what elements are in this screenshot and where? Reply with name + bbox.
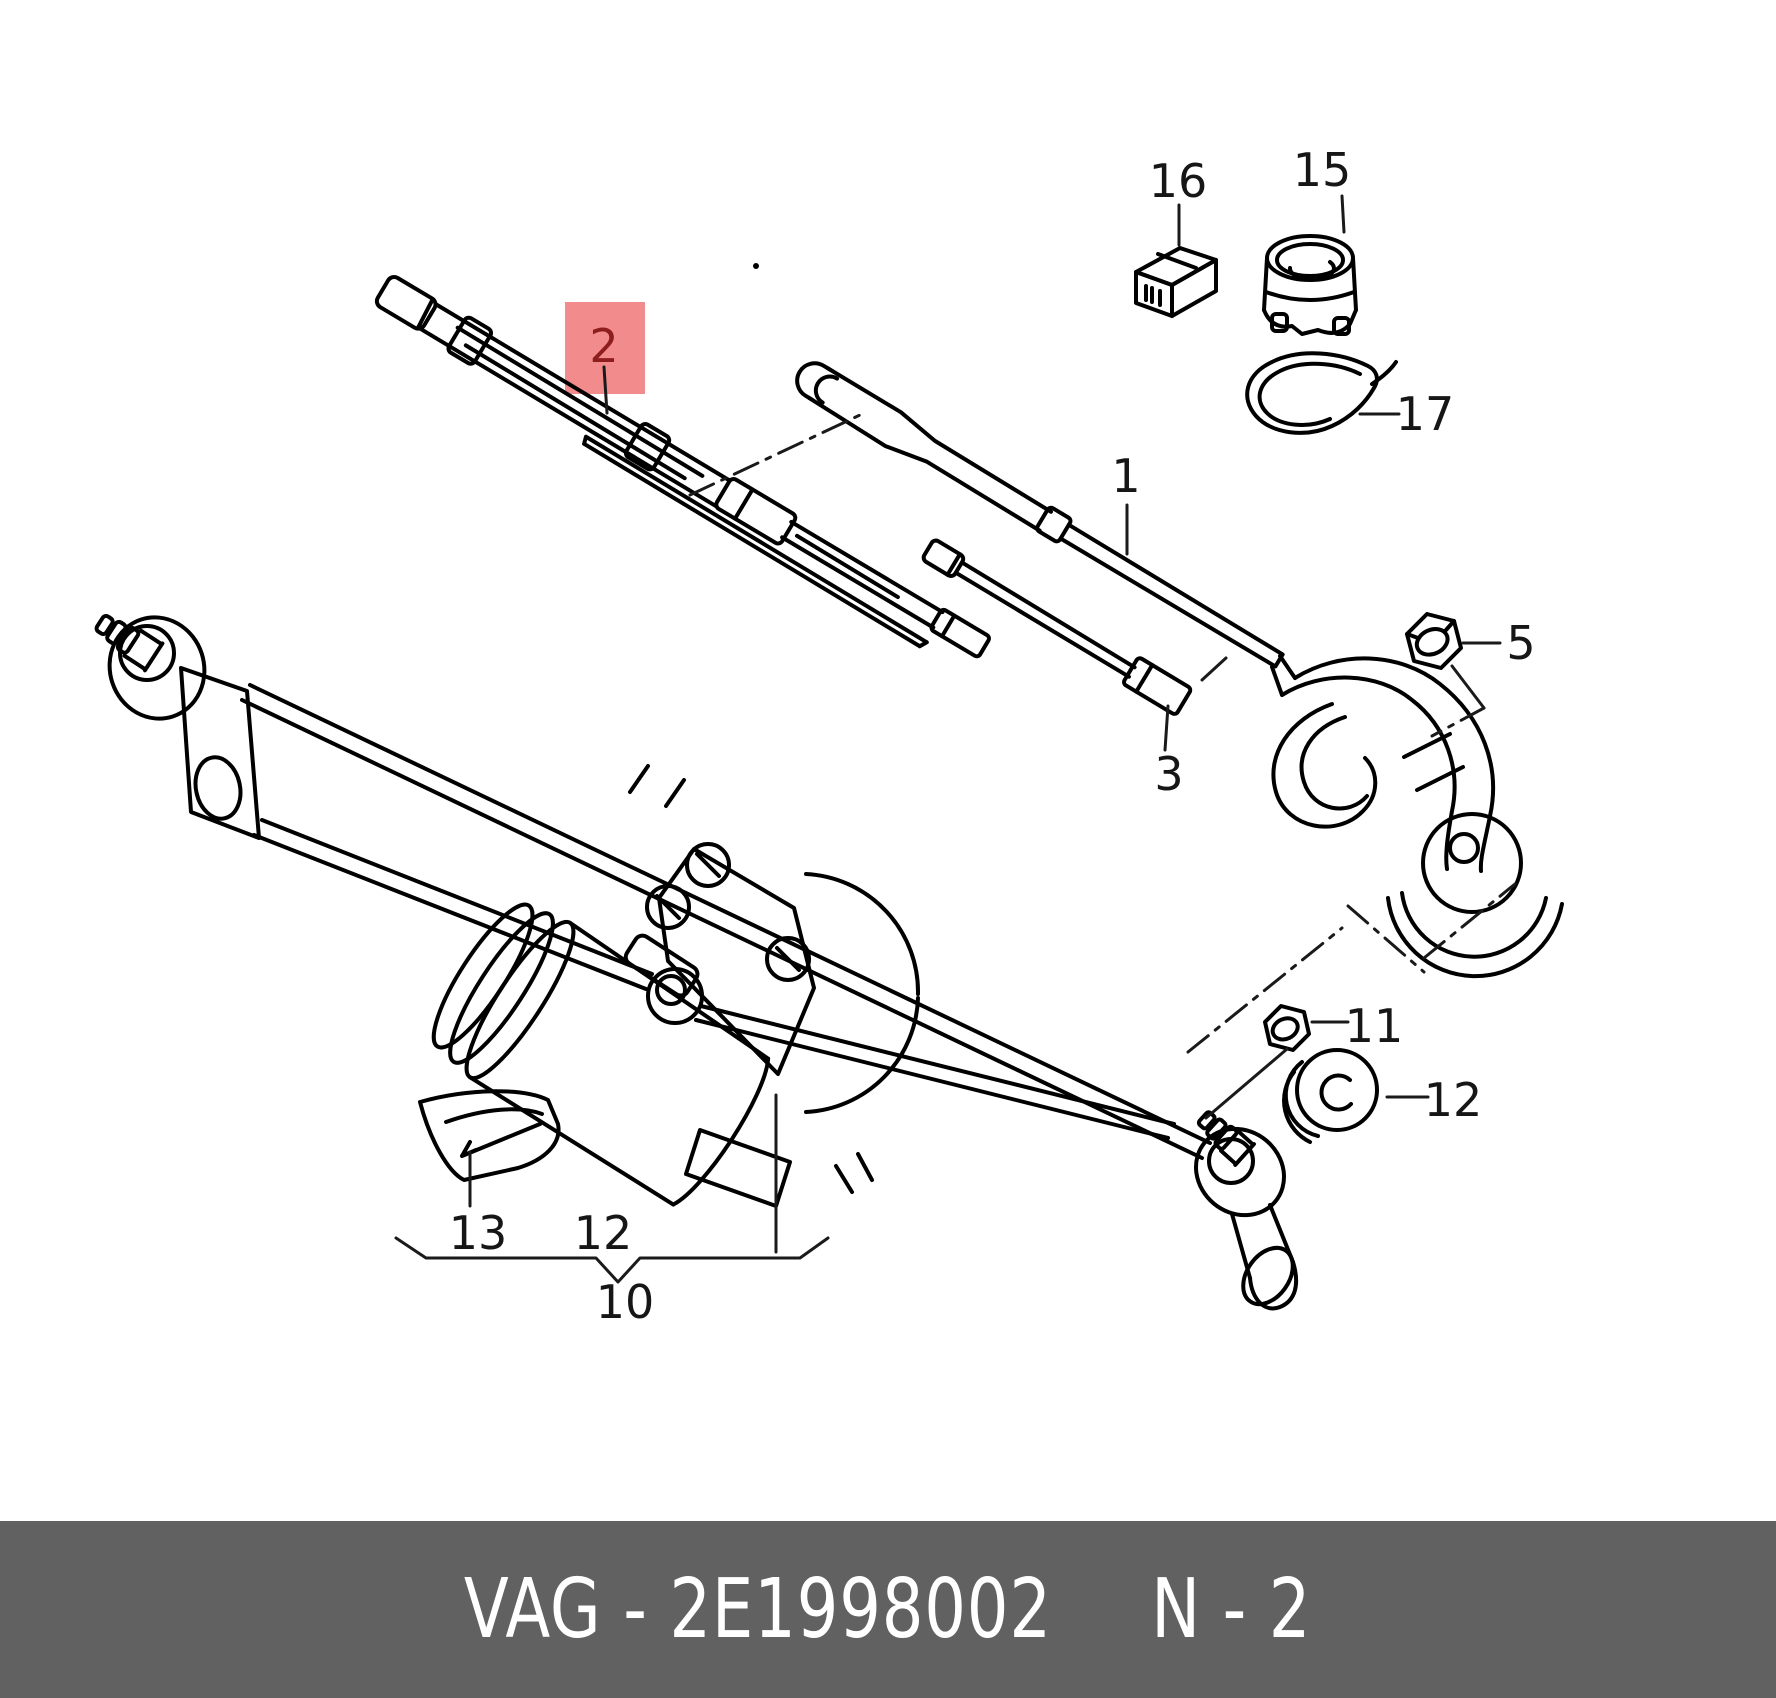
footer-text: VAG - 2E1998002 N - 2 (464, 1562, 1311, 1657)
callout-labels: 2 1 3 5 10 11 12 12 13 15 16 17 (449, 143, 1536, 1329)
grommet-12-drawing (1282, 1048, 1379, 1144)
callout-15[interactable]: 15 (1293, 143, 1352, 197)
right-spindle-drawing (1193, 1110, 1299, 1311)
page-ref-text: N - 2 (1151, 1562, 1312, 1657)
callout-13[interactable]: 13 (449, 1206, 508, 1260)
wiper-arm-upper-drawing (795, 361, 1285, 669)
nut-11-drawing (1263, 1004, 1311, 1052)
wiper-motor-drawing (431, 764, 921, 1208)
leader-lines (394, 194, 1502, 1284)
seal-17-drawing (1245, 351, 1398, 435)
callout-5[interactable]: 5 (1506, 616, 1535, 670)
linkage-rods-drawing (240, 683, 1212, 1160)
connector-16-drawing (1134, 246, 1218, 318)
group-bracket-10 (394, 1236, 830, 1284)
nut-5-drawing (1405, 612, 1463, 670)
callout-11[interactable]: 11 (1345, 999, 1404, 1053)
callout-12-bottom[interactable]: 12 (574, 1206, 633, 1260)
callout-16[interactable]: 16 (1149, 154, 1208, 208)
wiper-arm-hook-drawing (1270, 654, 1564, 979)
callout-1[interactable]: 1 (1111, 449, 1140, 503)
callout-3[interactable]: 3 (1154, 747, 1183, 801)
cap-15-drawing (1262, 234, 1358, 336)
callout-10[interactable]: 10 (596, 1275, 655, 1329)
wiper-blade-drawing (374, 274, 991, 659)
catalog-code-text: VAG - 2E1998002 (464, 1562, 1053, 1657)
footer-bar: VAG - 2E1998002 N - 2 (0, 1521, 1776, 1698)
wiper-rubber-drawing (921, 538, 1193, 716)
centerlines (688, 263, 1517, 1054)
callout-12-right[interactable]: 12 (1424, 1073, 1483, 1127)
left-spindle-drawing (94, 613, 261, 840)
callout-2-highlighted[interactable]: 2 (589, 319, 618, 373)
callout-17[interactable]: 17 (1396, 387, 1455, 441)
wiper-system-parts-diagram: 2 1 3 5 10 11 12 12 13 15 16 17 (94, 143, 1564, 1329)
clip-13-drawing (418, 1089, 561, 1182)
